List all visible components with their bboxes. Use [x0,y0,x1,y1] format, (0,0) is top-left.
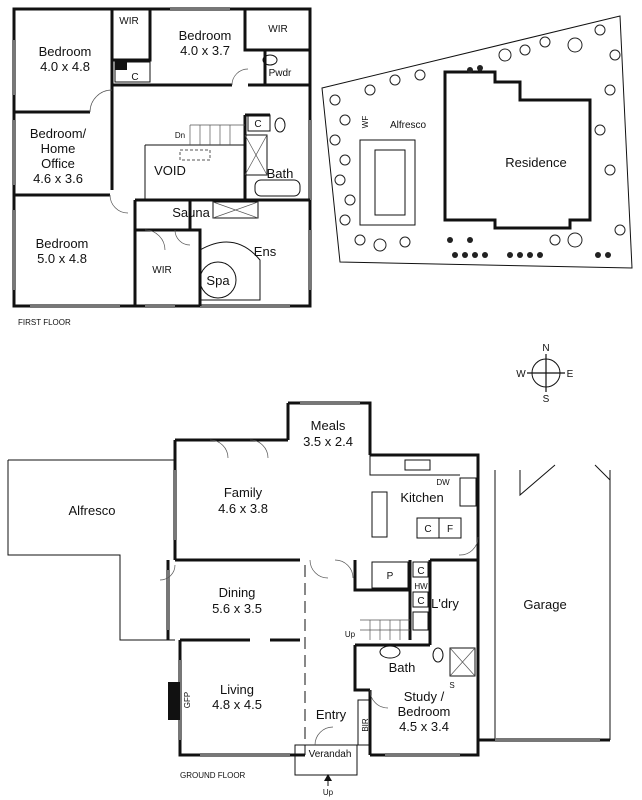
gf-verandah-label: Verandah [309,749,352,760]
compass-n: N [542,343,549,354]
gf-dining-size: 5.6 x 3.5 [212,601,262,616]
gf-gfp-label: GFP [183,692,192,708]
first-floor-caption: FIRST FLOOR [18,318,71,327]
ff-bedroom3-size: 5.0 x 4.8 [37,251,87,266]
gf-family-name: Family [224,485,263,500]
ff-bath-label: Bath [267,166,294,181]
ff-wir-top-label: WIR [119,16,138,27]
ff-wir-bed3-label: WIR [152,265,171,276]
ff-office-size: 4.6 x 3.6 [33,171,83,186]
compass-w: W [516,369,526,380]
site-residence-label: Residence [505,155,566,170]
gf-study-line2: Bedroom [398,704,451,719]
site-wf-label: WF [361,116,370,129]
first-floor-plan [12,7,312,308]
gf-study-size: 4.5 x 3.4 [399,719,449,734]
site-shrubs [447,65,611,258]
compass-s: S [543,394,550,405]
gf-entry-label: Entry [316,707,347,722]
ff-c-mid-label: C [254,119,261,130]
gf-garage-label: Garage [523,597,566,612]
ff-bedroom1-size: 4.0 x 4.8 [40,59,90,74]
ff-c-top-label: C [131,72,138,83]
gf-up-front-label: Up [323,788,334,797]
compass [527,354,565,392]
gf-meals-name: Meals [311,418,346,433]
gf-s-label: S [449,681,454,690]
ff-dn-label: Dn [175,131,185,140]
gf-meals-size: 3.5 x 2.4 [303,434,353,449]
gf-alfresco-label: Alfresco [69,503,116,518]
ff-office-line3: Office [41,156,75,171]
gf-study-line1: Study / [404,689,445,704]
gf-laundry-label: L'dry [431,596,459,611]
ff-bedroom2-name: Bedroom [179,28,232,43]
gf-c-kitchen-label: C [424,524,431,535]
ff-office-line2: Home [41,141,76,156]
gf-pantry-label: P [387,571,394,582]
gf-hw-label: HW [414,582,428,591]
ff-pwdr-label: Pwdr [269,68,292,79]
ff-ens-label: Ens [254,244,277,259]
gf-family-size: 4.6 x 3.8 [218,501,268,516]
gf-up-stair-label: Up [345,630,356,639]
site-plan [321,15,633,269]
site-alfresco-label: Alfresco [390,120,427,131]
ff-void-label: VOID [154,163,186,178]
ff-sauna-label: Sauna [172,205,210,220]
ff-wir-bed2-label: WIR [268,24,287,35]
gf-f-kitchen-label: F [447,524,453,535]
ground-floor-caption: GROUND FLOOR [180,771,246,780]
ff-office-line1: Bedroom/ [30,126,87,141]
compass-e: E [567,369,574,380]
gf-kitchen-label: Kitchen [400,490,443,505]
ff-bedroom2-size: 4.0 x 3.7 [180,43,230,58]
ff-bedroom1-name: Bedroom [39,44,92,59]
gf-living-name: Living [220,682,254,697]
gf-bath-label: Bath [389,660,416,675]
ff-bedroom3-name: Bedroom [36,236,89,251]
ff-spa-label: Spa [206,273,230,288]
ground-floor-plan [7,401,611,786]
gf-dining-name: Dining [219,585,256,600]
gf-bir-label: BIR [361,718,370,732]
gf-c1-label: C [417,566,424,577]
gf-dw-label: DW [436,478,450,487]
site-trees [329,24,626,252]
gf-c2-label: C [417,596,424,607]
gf-living-size: 4.8 x 4.5 [212,697,262,712]
